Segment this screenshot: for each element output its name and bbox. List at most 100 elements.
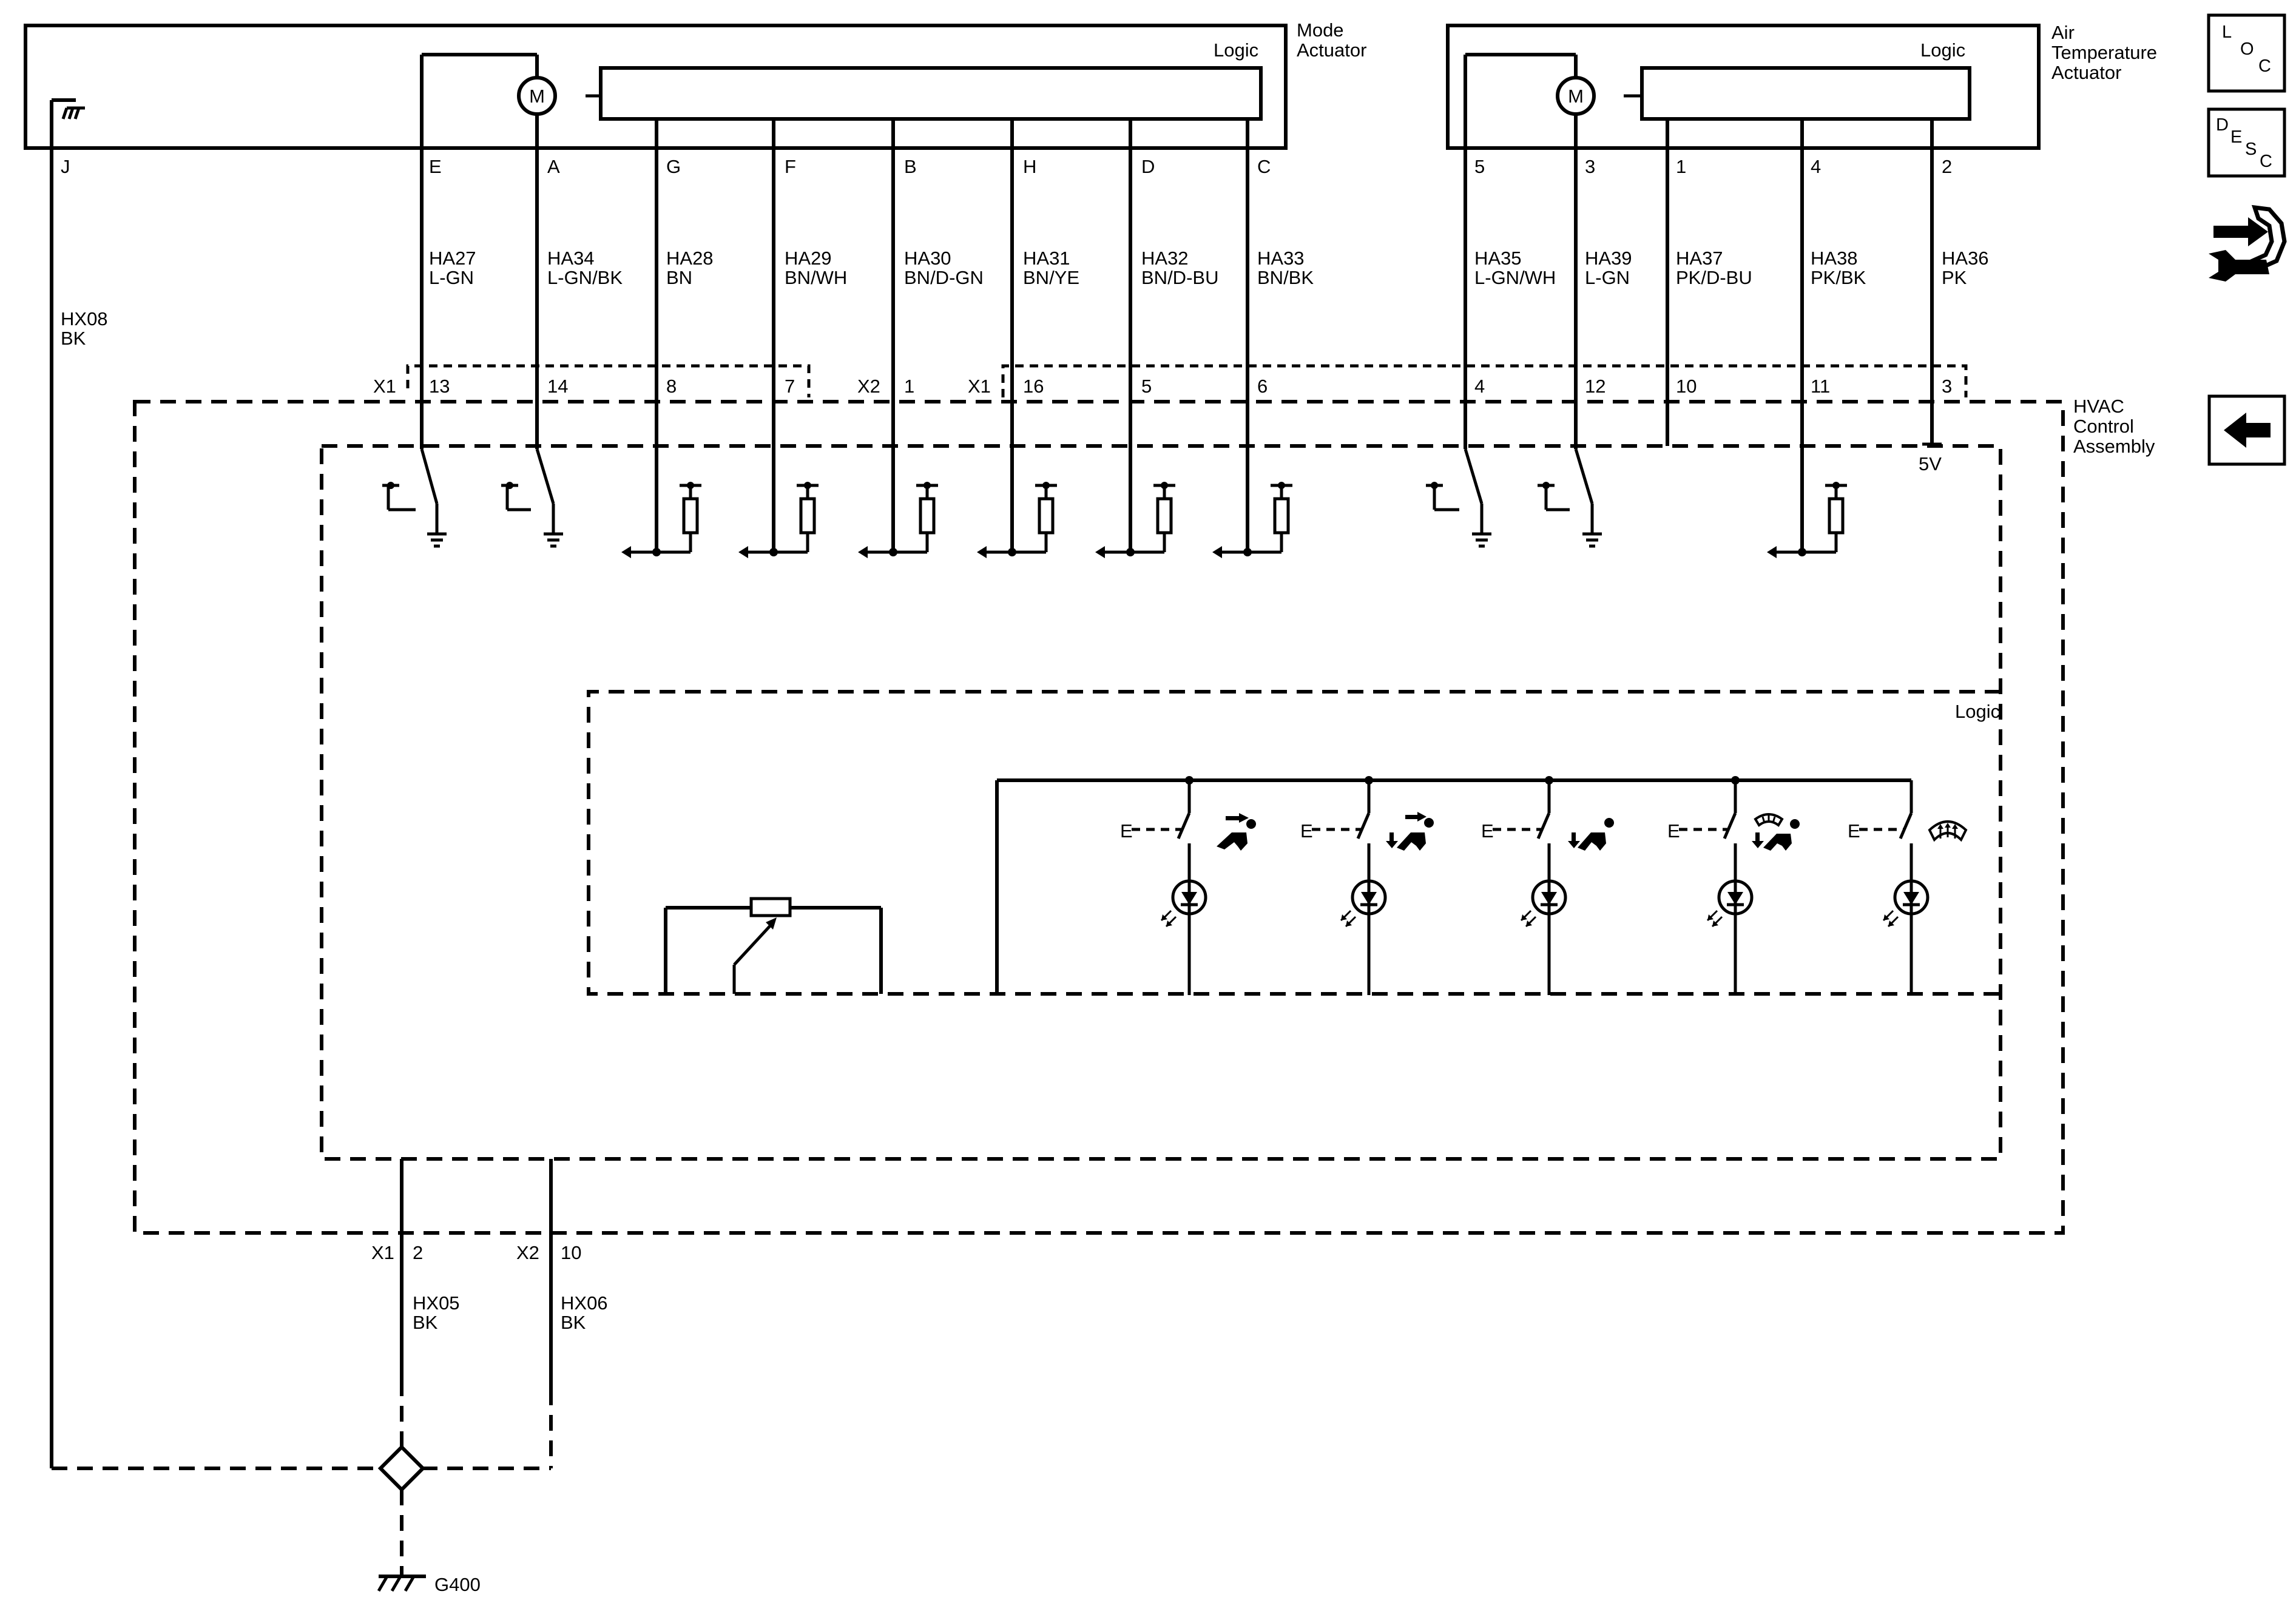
chassis-ground-icon [377,1575,426,1592]
circuit-id: HA29 [785,248,832,269]
wire-color: L-GN [1585,267,1630,288]
air-temp-position-switch [1426,448,1491,546]
desc-letter: D [2216,115,2229,135]
connector-pin: 16 [1023,376,1044,397]
connector-pin: 8 [666,376,677,397]
connector-pin: 11 [1811,376,1830,397]
wire-color: BK [561,1312,586,1333]
connector-x1-label: X1 [968,376,991,397]
switch-pole-label: E [1848,820,1860,842]
bi-level-mode-switch[interactable]: E [1300,776,1434,995]
hvac-control-assembly: HVAC Control Assembly Logic 5V [133,396,2155,1235]
wire-color: PK [1942,267,1967,288]
circuit-id: HA28 [666,248,714,269]
air-temperature-actuator: Logic Air Temperature Actuator M [1446,22,2157,150]
resistor-input [858,482,938,558]
pin-label: D [1141,156,1155,177]
circuit-id: HA33 [1257,248,1305,269]
bi-level-indicator-led [1341,881,1385,927]
circuit-id: HA32 [1141,248,1189,269]
wire-color: BN/YE [1023,267,1079,288]
connector-pin: 10 [561,1242,581,1263]
mode-actuator-logic-box [599,66,1263,121]
circuit-labels: HX08 BK HA27 L-GN HA34 L-GN/BK HA28 BN H… [61,248,1989,349]
circuit-id: HX08 [61,308,108,329]
pin-label: E [429,156,442,177]
pin-label: H [1023,156,1036,177]
mode-actuator-pins: J E A G F B H D C [61,156,1271,177]
air-temp-title-3: Actuator [2051,62,2121,83]
mode-actuator: Logic Mode Actuator M [24,19,1366,150]
pin-label: 5 [1474,156,1485,177]
wire-color: PK/BK [1811,267,1866,288]
location-button[interactable]: L O C [2207,13,2286,93]
pin-label: A [547,156,560,177]
floor-mode-switch[interactable]: E [1481,776,1614,995]
circuit-id: HA36 [1942,248,1989,269]
back-button[interactable] [2207,394,2286,466]
pin-label: 4 [1811,156,1821,177]
air-temp-title-2: Temperature [2051,42,2157,63]
defog-indicator-led [1707,881,1752,927]
defrost-mode-switch[interactable]: E [1848,780,1968,995]
circuit-id: HX05 [413,1292,460,1314]
wire-color: L-GN/WH [1474,267,1556,288]
defrost-mode-icon [1928,820,1968,842]
desc-letter: C [2260,152,2272,171]
defog-mode-icon [1752,813,1800,851]
loc-letter: O [2240,39,2254,59]
connector-pin: 5 [1141,376,1152,397]
resistor-input [1212,482,1292,558]
pin-label: 2 [1942,156,1952,177]
resistor-input [621,482,701,558]
top-wires [50,55,1942,1468]
connector-x1-label: X1 [371,1242,394,1263]
floor-indicator-led [1521,881,1565,927]
circuit-id: HA37 [1676,248,1723,269]
switch-pole-label: E [1481,820,1494,842]
wire-color: L-GN [429,267,474,288]
pin-label: J [61,156,70,177]
mode-actuator-title-2: Actuator [1297,39,1366,61]
hvac-logic-label: Logic [1955,701,2000,722]
connector-pin: 3 [1942,376,1952,397]
splice-icon [377,1444,426,1493]
resistor-input [738,482,819,558]
pin-label: 3 [1585,156,1595,177]
ground-icon [1472,522,1491,546]
connector-x2-label: X2 [516,1242,539,1263]
description-button[interactable]: D E S C [2207,107,2286,178]
ground-icon [1582,522,1602,546]
loc-letter: C [2258,56,2271,76]
wire-color: BK [61,328,86,349]
defog-mode-switch[interactable]: E [1667,776,1800,995]
wire-color: BN/D-BU [1141,267,1218,288]
air-temp-title-1: Air [2051,22,2075,43]
switch-pole-label: E [1667,820,1680,842]
mode-actuator-ground-icon [61,106,85,120]
connector-row: X1 X2 X1 13 14 8 7 1 16 5 6 4 12 10 11 3 [373,364,1968,397]
air-temp-motor-label: M [1568,86,1584,107]
circuit-id: HA35 [1474,248,1522,269]
hvac-title-3: Assembly [2073,436,2155,457]
hvac-outer-boundary [133,400,2065,1235]
circuit-id: HX06 [561,1292,608,1314]
vent-mode-icon [1217,813,1256,851]
vent-mode-switch[interactable]: E [1120,776,1256,995]
wire-color: BK [413,1312,438,1333]
pull-up-resistor-inputs [621,482,1847,558]
diagnostic-tool-button[interactable] [2209,203,2288,282]
circuit-id: HA39 [1585,248,1632,269]
hvac-logic-boundary [587,690,2001,996]
pin-label: C [1257,156,1271,177]
connector-pin: 6 [1257,376,1268,397]
wire-color: BN/D-GN [904,267,984,288]
pin-label: G [666,156,681,177]
circuit-id: HA31 [1023,248,1070,269]
hvac-title-2: Control [2073,416,2134,437]
floor-mode-icon [1568,818,1614,851]
hvac-title-1: HVAC [2073,396,2124,417]
nav-buttons: L O C D E S C [2207,13,2288,466]
wire-color: L-GN/BK [547,267,623,288]
connector-wrench-icon [2209,204,2287,282]
